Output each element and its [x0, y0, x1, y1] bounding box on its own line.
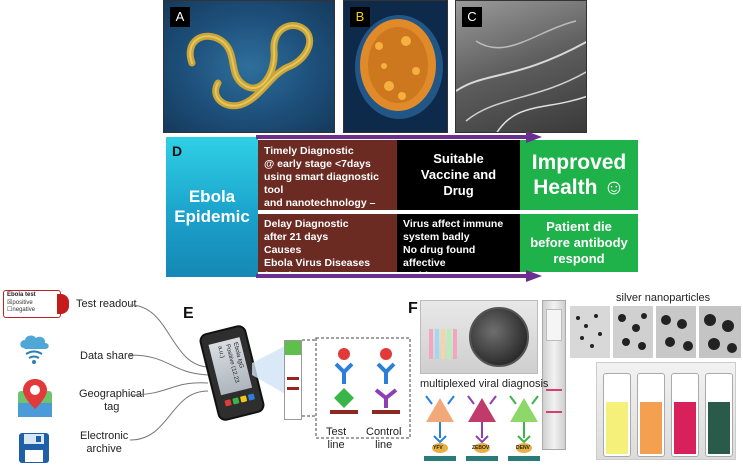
ebola-label: Ebola — [188, 187, 236, 206]
phone-screen-text: Ebola IgG Positive (12.23 a.u.) — [216, 341, 245, 384]
panel-label-a: A — [170, 7, 190, 27]
test-line-label: Test line — [326, 426, 347, 451]
flow-arrows — [256, 132, 542, 282]
test-strip-icon — [284, 340, 302, 420]
virus-affect-box: Virus affect immune system badly No drug… — [397, 214, 520, 282]
micrograph-c: C — [455, 0, 587, 133]
ebola-test-title: Ebola test — [7, 292, 36, 298]
vial-icon — [705, 373, 733, 457]
micrograph-a: A — [163, 0, 335, 133]
lateral-flow-strip-photo — [542, 300, 566, 450]
multiplex-assays — [424, 395, 540, 461]
micrograph-b: B — [343, 0, 448, 133]
dime-coin-icon — [469, 307, 529, 367]
vial-icon — [637, 373, 665, 457]
bottom-arrow-head — [526, 270, 542, 282]
panel-label-d: D — [172, 143, 183, 159]
geo-tag-label: Geographical tag — [79, 388, 145, 413]
archive-label: Electronic archive — [80, 430, 129, 455]
scan-beam — [252, 345, 287, 395]
virus-label-denv: DENV — [516, 445, 530, 451]
blood-tube-icon: Ebola test ☒positive ☐negative — [3, 290, 69, 318]
yfv-assay-icon — [424, 395, 456, 461]
control-antibody-icon — [372, 348, 400, 414]
data-share-label: Data share — [80, 350, 134, 362]
connector-lines — [130, 304, 209, 441]
patient-die-box: Patient die before antibody respond — [520, 214, 638, 272]
virus-label-yfv: YFV — [433, 445, 443, 451]
positive-option: ☒positive — [7, 300, 33, 306]
panel-label-b: B — [350, 7, 370, 27]
multiplexed-label: multiplexed viral diagnosis — [420, 378, 549, 390]
zoom-detail — [302, 337, 411, 439]
vial-icon — [603, 373, 631, 457]
infected-cell-icon — [355, 15, 443, 119]
denv-assay-icon — [508, 395, 540, 461]
nanoparticle-tem-images — [570, 306, 741, 358]
control-line-label: Control line — [366, 426, 402, 451]
cloud-wifi-icon — [20, 335, 49, 364]
silver-title: silver nanoparticles — [616, 292, 711, 304]
panel-label-c: C — [462, 7, 482, 27]
ebola-virion-icon — [186, 22, 314, 110]
ebola-epidemic-box: Ebola Epidemic — [166, 137, 258, 277]
panel-label-e: E — [183, 305, 194, 322]
floppy-disk-icon — [19, 433, 49, 463]
vial-icon — [671, 373, 699, 457]
vaccine-drug-box: Suitable Vaccine and Drug — [397, 140, 520, 210]
top-arrow-head — [526, 132, 542, 143]
test-readout-label: Test readout — [76, 298, 137, 310]
test-antibody-icon — [330, 348, 358, 414]
paper-test-photo — [420, 300, 538, 374]
improved-health-box: Improved Health ☺ — [520, 140, 638, 210]
panel-label-f: F — [408, 300, 418, 317]
virus-label-zebov: ZEBOV — [472, 445, 490, 451]
vials-photo — [596, 362, 736, 460]
epidemic-label: Epidemic — [174, 207, 250, 226]
delay-diagnostic-box: Delay Diagnostic after 21 days Causes Eb… — [258, 214, 397, 282]
map-pin-icon — [18, 379, 52, 417]
filaments-icon — [456, 20, 586, 132]
negative-option: ☐negative — [7, 307, 36, 313]
zebov-assay-icon — [466, 395, 498, 461]
